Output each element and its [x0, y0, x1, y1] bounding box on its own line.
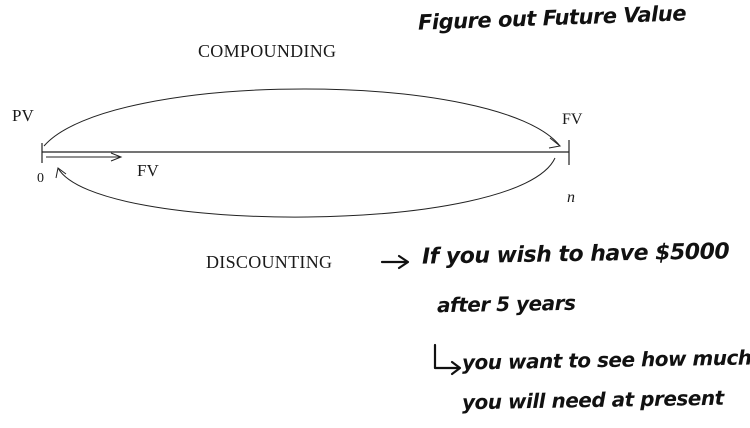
compounding-label: COMPOUNDING — [198, 41, 337, 61]
fv-direction-arrowhead — [110, 152, 123, 162]
handwritten-note-line-3: you want to see how much — [461, 345, 750, 375]
discounting-arc — [57, 157, 556, 218]
compounding-arrowhead — [548, 137, 562, 149]
fv-direction-label: FV — [137, 161, 159, 180]
right-arrow-icon — [380, 254, 410, 270]
fv-end-label: FV — [562, 111, 583, 128]
pv-label: PV — [12, 106, 34, 125]
corner-arrow-icon — [433, 343, 462, 376]
compounding-arc — [43, 88, 561, 147]
discounting-arrowhead — [55, 167, 67, 179]
end-period-label: n — [567, 189, 575, 206]
handwritten-note-line-4: you will need at present — [461, 385, 724, 415]
discounting-label: DISCOUNTING — [206, 252, 333, 272]
start-period-label: 0 — [37, 171, 44, 186]
handwritten-note-line-1: If you wish to have $5000 — [421, 239, 730, 270]
handwritten-note-line-2: after 5 years — [436, 290, 576, 318]
